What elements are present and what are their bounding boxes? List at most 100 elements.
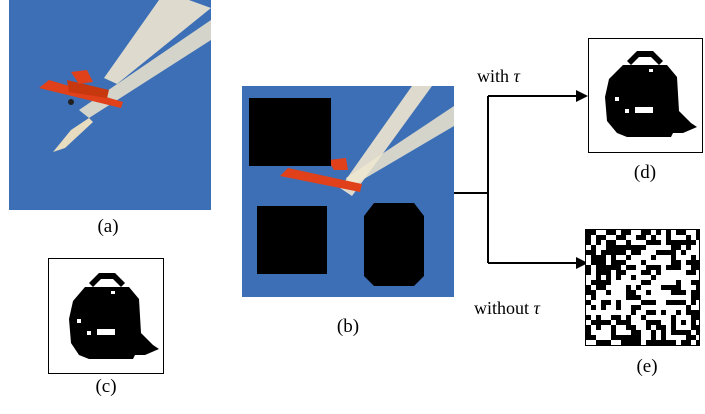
mask-e-noise-cell — [586, 340, 591, 345]
mask-e-noise-cell — [626, 300, 631, 305]
mask-e-noise-cell — [601, 290, 606, 295]
mask-e-noise-cell — [641, 305, 646, 310]
mask-e-noise-cell — [681, 245, 686, 250]
mask-e-noise-cell — [676, 325, 681, 330]
contrail-lower — [79, 20, 211, 118]
mask-e-noise-cell — [681, 305, 686, 310]
mask-e-noise-cell — [596, 330, 601, 335]
mask-e-noise-cell — [601, 310, 606, 315]
mask-e-noise-cell — [686, 285, 691, 290]
mask-e-noise-cell — [661, 290, 666, 295]
mask-e-noise-cell — [601, 240, 606, 245]
mask-e-noise-cell — [636, 265, 641, 270]
mask-e-noise-cell — [646, 260, 651, 265]
mask-e-noise-cell — [666, 320, 671, 325]
mask-e-noise-cell — [636, 325, 641, 330]
mask-e-noise-cell — [646, 330, 651, 335]
mask-e-noise-cell — [656, 315, 661, 320]
occlusion-octagon — [364, 203, 424, 286]
mask-e-noise-cell — [606, 235, 611, 240]
mask-e-noise-cell — [616, 255, 621, 260]
mask-e-noise-cell — [631, 315, 636, 320]
mask-e-noise-cell — [596, 230, 601, 235]
mask-e-noise-cell — [666, 280, 671, 285]
mask-e-noise-cell — [591, 325, 596, 330]
mask-e-noise-cell — [606, 330, 611, 335]
mask-e-noise-cell — [601, 330, 606, 335]
mask-e-noise-cell — [656, 245, 661, 250]
mask-e-noise-cell — [641, 275, 646, 280]
mask-e-noise-cell — [626, 260, 631, 265]
label-with-tau-symbol: τ — [513, 66, 520, 86]
mask-e-noise-cell — [621, 300, 626, 305]
mask-e-noise-cell — [676, 250, 681, 255]
mask-e-noise-cell — [671, 270, 676, 275]
mask-e-noise-cell — [636, 255, 641, 260]
mask-e-noise-cell — [681, 315, 686, 320]
mask-e-noise-cell — [591, 270, 596, 275]
mask-e-noise-cell — [666, 245, 671, 250]
mask-e-noise-cell — [681, 270, 686, 275]
mask-e-noise-cell — [676, 320, 681, 325]
mask-e-noise-cell — [651, 285, 656, 290]
mask-e-noise-cell — [631, 240, 636, 245]
mask-e-noise-cell — [651, 250, 656, 255]
mask-e-noise-cell — [691, 250, 696, 255]
mask-e-noise-cell — [606, 295, 611, 300]
mask-e-noise-cell — [631, 300, 636, 305]
mask-c-handle — [89, 273, 125, 287]
mask-e-noise-cell — [646, 235, 651, 240]
mask-e-noise-cell — [616, 330, 621, 335]
mask-e-noise-cell — [676, 255, 681, 260]
mask-e-noise-cell — [631, 235, 636, 240]
mask-e-noise-cell — [666, 260, 671, 265]
mask-e-noise-cell — [656, 275, 661, 280]
mask-e-noise-cell — [666, 295, 671, 300]
mask-e-noise-cell — [626, 280, 631, 285]
mask-e-noise-cell — [636, 280, 641, 285]
mask-e-noise-cell — [591, 340, 596, 345]
mask-e-noise-cell — [616, 290, 621, 295]
mask-e-noise-cell — [676, 315, 681, 320]
mask-e-noise-cell — [676, 270, 681, 275]
mask-e-noise-cell — [631, 280, 636, 285]
mask-e-noise-cell — [646, 305, 651, 310]
mask-e-noise-cell — [656, 300, 661, 305]
label-without-prefix: without — [474, 298, 534, 318]
mask-e-noise-cell — [641, 330, 646, 335]
mask-e-noise-cell — [606, 255, 611, 260]
mask-e-noise-cell — [681, 265, 686, 270]
panel-d-mask — [588, 38, 703, 153]
mask-e-noise-cell — [696, 240, 699, 245]
mask-e-noise-cell — [661, 230, 666, 235]
mask-e-noise-cell — [631, 270, 636, 275]
mask-e-noise-cell — [686, 320, 691, 325]
contrail-upper — [104, 0, 211, 84]
mask-e-noise-cell — [636, 240, 641, 245]
mask-e-noise-cell — [591, 330, 596, 335]
mask-e-noise-cell — [676, 295, 681, 300]
mask-c-white-spot — [97, 329, 115, 335]
mask-e-noise-cell — [666, 335, 671, 340]
masked-photo-image — [242, 86, 454, 297]
mask-e-noise-cell — [661, 305, 666, 310]
mask-e-noise-cell — [661, 260, 666, 265]
mask-d-white-spot — [635, 107, 653, 113]
mask-e-noise-cell — [591, 240, 596, 245]
mask-e-noise-cell — [656, 305, 661, 310]
mask-e-noise-cell — [676, 340, 681, 345]
mask-e-noise-cell — [641, 325, 646, 330]
mask-e-noise-cell — [686, 275, 691, 280]
mask-e-noise-cell — [696, 275, 699, 280]
mask-e-noise-cell — [616, 285, 621, 290]
mask-e-noise-cell — [626, 310, 631, 315]
mask-e-noise-cell — [621, 265, 626, 270]
mask-e-noise-cell — [606, 310, 611, 315]
plane-wing — [39, 80, 123, 108]
mask-e-noise-cell — [681, 260, 686, 265]
mask-e-noise-cell — [651, 280, 656, 285]
mask-e-noise-cell — [586, 280, 591, 285]
occlusion-box-top — [249, 98, 331, 166]
mask-e-noise-cell — [676, 305, 681, 310]
mask-e-noise-cell — [601, 325, 606, 330]
